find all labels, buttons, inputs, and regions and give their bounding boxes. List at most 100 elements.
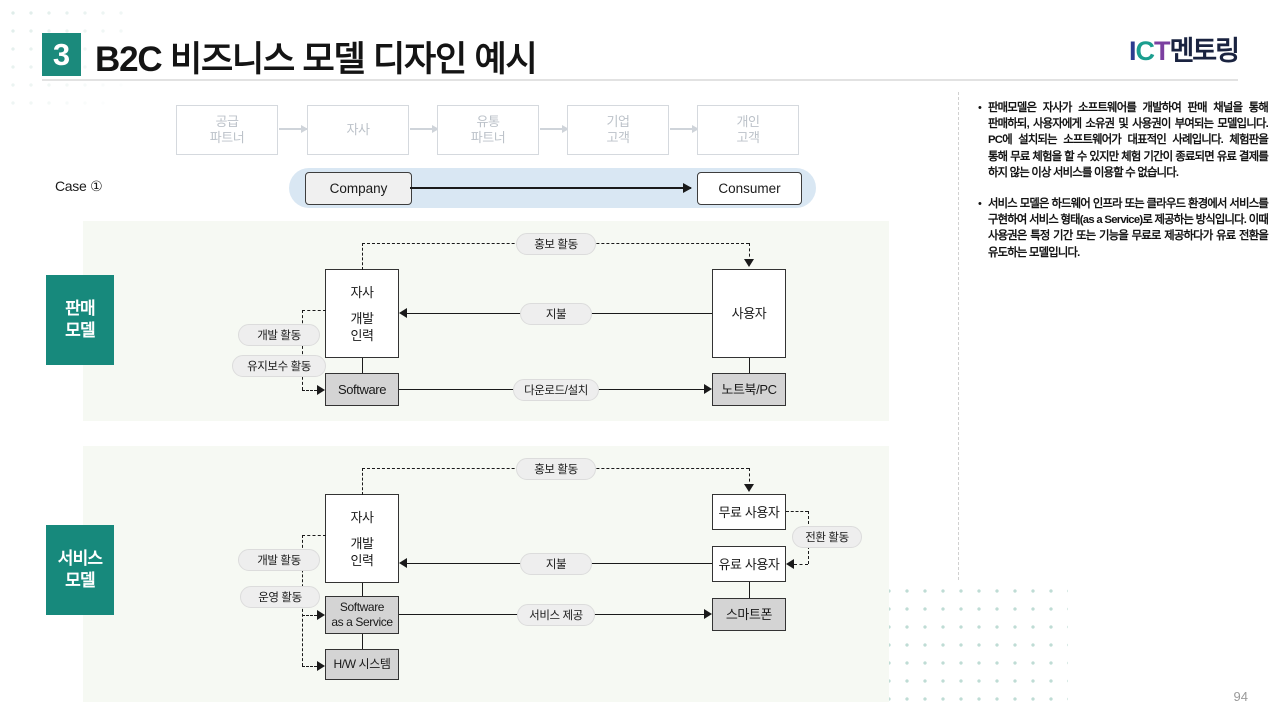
case-node-consumer: Consumer — [697, 172, 802, 205]
sales-activity-line-h-top — [302, 310, 326, 311]
case-node-company: Company — [305, 172, 412, 205]
sales-model-label: 판매 모델 — [46, 275, 114, 365]
service-promote-arrowhead — [744, 484, 754, 492]
service-node-company-title: 자사 — [350, 509, 374, 525]
logo-letter-c: C — [1135, 36, 1154, 66]
note-bullet-icon: • — [978, 102, 982, 114]
service-model-label-line1: 서비스 — [57, 549, 103, 568]
sales-user-device-link — [749, 358, 751, 373]
channel-box-sublabel: 파트너 — [470, 130, 506, 145]
service-ops-arrowhead — [317, 661, 325, 671]
decorative-dot-grid-bottom-right — [876, 578, 1068, 710]
sales-promote-line-v-right — [749, 243, 750, 262]
channel-arrow-2 — [410, 125, 439, 133]
saas-line1: Software — [339, 600, 385, 614]
service-model-label-line2: 모델 — [65, 571, 95, 590]
slide-header: 3 B2C 비즈니스 모델 디자인 예시 ICT멘토링 — [0, 0, 1280, 86]
saas-line2: as a Service — [331, 615, 393, 629]
sales-pill-download-install: 다운로드/설치 — [513, 379, 599, 401]
sales-delivery-arrowhead — [704, 384, 712, 394]
sales-promote-line-v-left — [362, 243, 363, 270]
sales-promote-arrowhead — [744, 259, 754, 267]
service-payment-arrowhead — [399, 558, 407, 568]
service-company-saas-link — [362, 583, 364, 596]
channel-box-distribution-partner: 유통 파트너 — [437, 105, 539, 155]
logo-letter-i: I — [1128, 36, 1136, 66]
service-user-device-link — [749, 582, 751, 598]
service-model-label: 서비스 모델 — [46, 525, 114, 615]
note-item: • 서비스 모델은 하드웨어 인프라 또는 클라우드 환경에서 서비스를 구현하… — [978, 196, 1269, 261]
service-convert-line-h-bottom — [794, 564, 808, 565]
case-arrow-company-to-consumer — [410, 184, 692, 192]
page-number: 94 — [1233, 689, 1248, 704]
sales-model-label-line2: 모델 — [65, 321, 95, 340]
content-divider — [958, 92, 959, 580]
case-label: Case ① — [55, 178, 103, 194]
sales-pill-development-activity: 개발 활동 — [238, 324, 320, 346]
sales-company-staff-line2: 인력 — [350, 327, 374, 343]
service-delivery-arrowhead — [704, 609, 712, 619]
sales-node-laptop-pc: 노트북/PC — [712, 373, 786, 406]
sales-pill-maintenance-activity: 유지보수 활동 — [232, 355, 326, 377]
service-company-staff-line1: 개발 — [350, 535, 374, 551]
notes-panel: • 판매모델은 자사가 소프트웨어를 개발하여 판매 채널을 통해 판매하되, … — [978, 100, 1269, 276]
channel-box-label: 자사 — [346, 122, 370, 137]
note-bullet-icon: • — [978, 198, 982, 211]
channel-box-supply-partner: 공급 파트너 — [176, 105, 278, 155]
page-title: B2C 비즈니스 모델 디자인 예시 — [95, 40, 538, 79]
sales-pill-promotion: 홍보 활동 — [516, 233, 596, 255]
sales-company-staff-line1: 개발 — [350, 310, 374, 326]
ict-mentoring-logo: ICT멘토링 — [1128, 29, 1240, 68]
header-divider — [42, 79, 1238, 81]
channel-arrow-4 — [670, 125, 699, 133]
sales-pill-payment: 지불 — [520, 303, 592, 325]
channel-box-sublabel: 고객 — [606, 130, 630, 145]
channel-box-sublabel: 파트너 — [209, 130, 245, 145]
sales-activity-line-v — [302, 310, 303, 390]
channel-box-label: 기업 — [606, 114, 630, 129]
service-activity-line-h-bottom — [302, 666, 317, 667]
service-dev-arrowhead — [317, 610, 325, 620]
service-pill-development-activity: 개발 활동 — [238, 549, 320, 571]
service-node-company-staff: 개발 인력 — [350, 535, 374, 569]
service-promote-line-v-left — [362, 468, 363, 495]
logo-korean-text: 멘토링 — [1169, 36, 1240, 66]
service-company-staff-line2: 인력 — [350, 552, 374, 568]
service-node-own-company: 자사 개발 인력 — [325, 494, 399, 583]
service-pill-promotion: 홍보 활동 — [516, 458, 596, 480]
service-node-smartphone: 스마트폰 — [712, 598, 786, 631]
note-item: • 판매모델은 자사가 소프트웨어를 개발하여 판매 채널을 통해 판매하되, … — [978, 100, 1269, 181]
channel-box-label: 유통 — [476, 114, 500, 129]
note-text: 서비스 모델은 하드웨어 인프라 또는 클라우드 환경에서 서비스를 구현하여 … — [988, 198, 1269, 259]
channel-box-own-company: 자사 — [307, 105, 409, 155]
service-pill-payment: 지불 — [520, 553, 592, 575]
channel-box-sublabel: 고객 — [736, 130, 760, 145]
service-convert-line-h-top — [786, 511, 808, 512]
service-node-paid-user: 유료 사용자 — [712, 546, 786, 582]
note-text: 판매모델은 자사가 소프트웨어를 개발하여 판매 채널을 통해 판매하되, 사용… — [988, 102, 1269, 179]
service-convert-arrowhead — [786, 559, 794, 569]
sales-node-own-company: 자사 개발 인력 — [325, 269, 399, 358]
service-pill-service-provision: 서비스 제공 — [517, 604, 595, 626]
sales-node-software: Software — [325, 373, 399, 406]
service-node-hw-system: H/W 시스템 — [325, 649, 399, 680]
section-number-badge: 3 — [42, 33, 81, 76]
channel-box-individual-customer: 개인 고객 — [697, 105, 799, 155]
logo-letter-t: T — [1153, 36, 1170, 66]
channel-box-label: 공급 — [215, 114, 239, 129]
service-promote-line-v-right — [749, 468, 750, 487]
service-pill-operation-activity: 운영 활동 — [240, 586, 320, 608]
service-node-software-as-a-service: Software as a Service — [325, 596, 399, 634]
channel-box-label: 개인 — [736, 114, 760, 129]
sales-company-software-link — [362, 358, 364, 373]
sales-activity-line-h-bottom — [302, 390, 317, 391]
sales-node-user: 사용자 — [712, 269, 786, 358]
sales-node-company-title: 자사 — [350, 284, 374, 300]
service-saas-hw-link — [362, 634, 364, 649]
service-node-free-user: 무료 사용자 — [712, 494, 786, 530]
sales-activity-arrowhead — [317, 385, 325, 395]
sales-node-company-staff: 개발 인력 — [350, 310, 374, 344]
channel-box-enterprise-customer: 기업 고객 — [567, 105, 669, 155]
service-activity-line-h-mid — [302, 615, 317, 616]
service-activity-line-h-top — [302, 535, 326, 536]
